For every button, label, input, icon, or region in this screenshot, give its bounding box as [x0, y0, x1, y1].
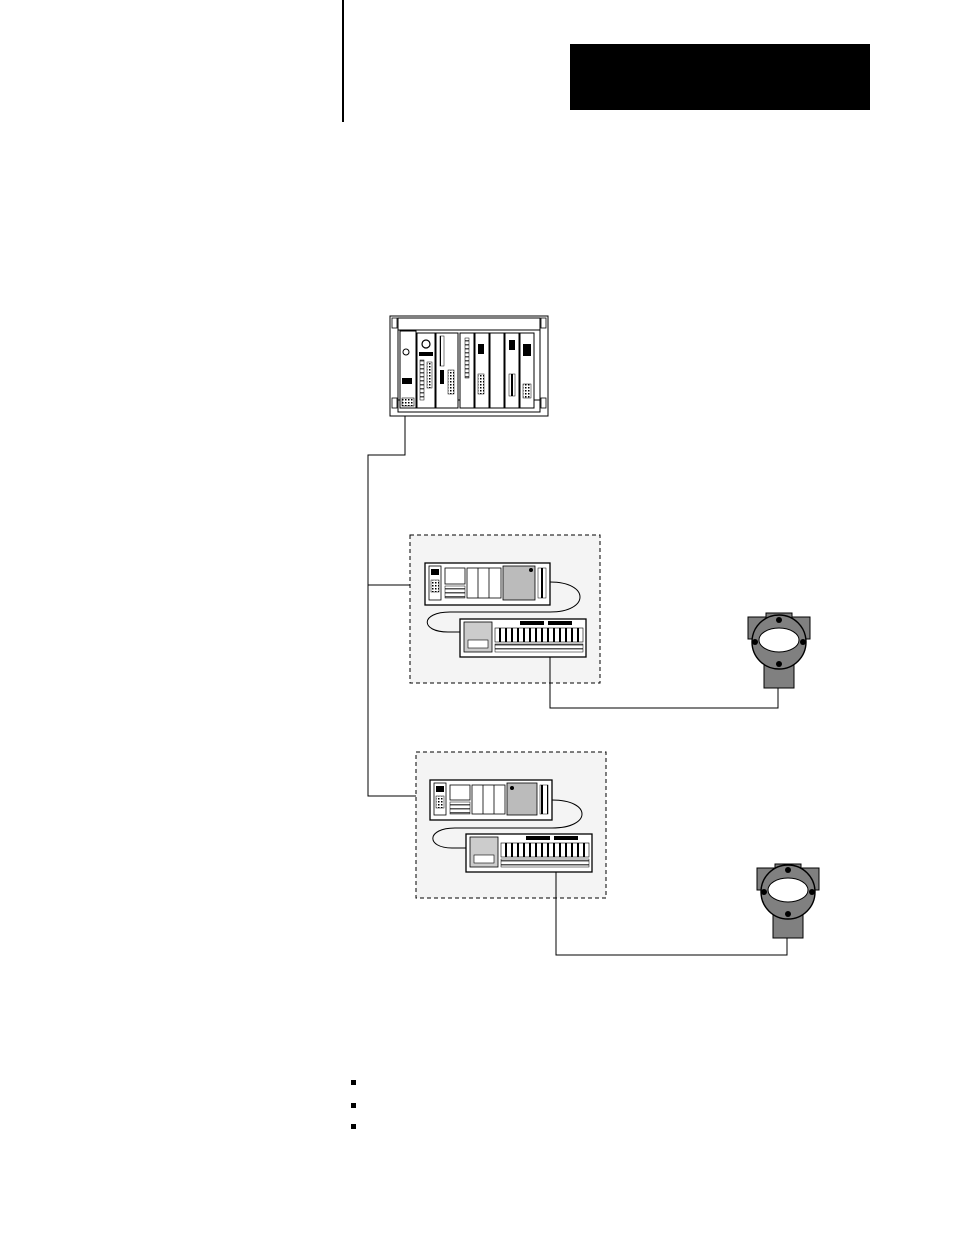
io-adapter-2: [430, 780, 552, 820]
list-bullet: [351, 1103, 356, 1108]
controller-chassis: [390, 316, 548, 416]
io-station-2: [416, 752, 787, 955]
field-transmitter-2: [757, 864, 819, 938]
list-bullet: [351, 1080, 356, 1085]
io-adapter-1: [425, 563, 550, 605]
io-station-1: [410, 535, 778, 708]
field-transmitter-1: [748, 613, 810, 688]
terminal-base-2: [466, 834, 592, 872]
terminal-base-1: [460, 619, 586, 657]
list-bullet: [351, 1124, 356, 1129]
